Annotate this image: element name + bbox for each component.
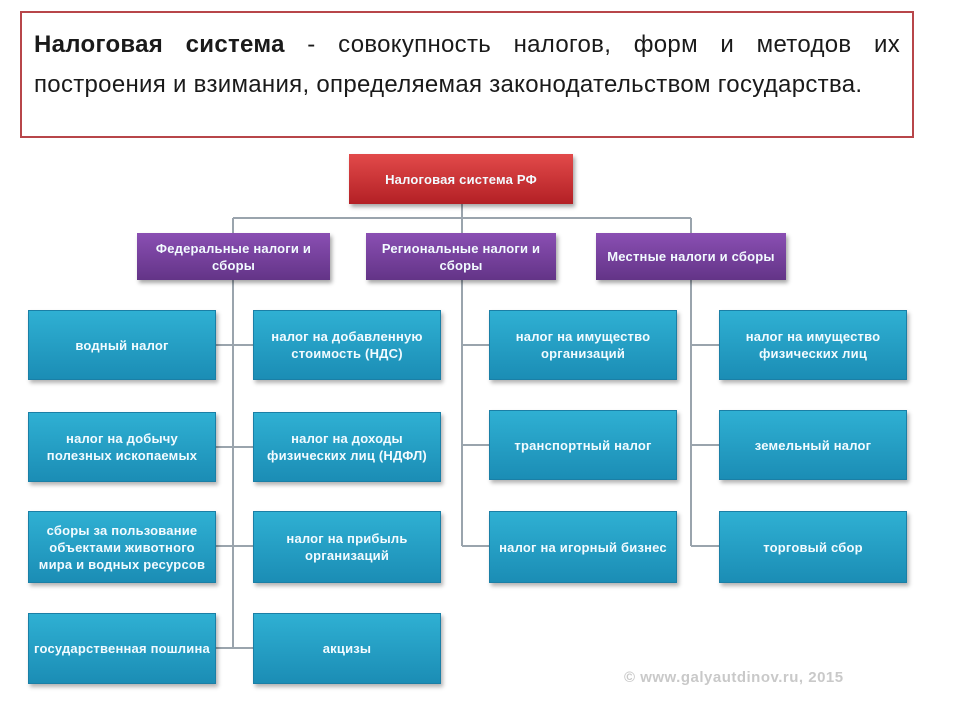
tax-node-federal-left: водный налог — [28, 310, 216, 380]
tax-node-local: налог на имущество физических лиц — [719, 310, 907, 380]
definition-text: - совокупность налогов, форм и методов и… — [34, 31, 900, 98]
tax-node-local: торговый сбор — [719, 511, 907, 583]
tax-node-federal-right: налог на прибыль организаций — [253, 511, 441, 583]
tax-node-local: земельный налог — [719, 410, 907, 480]
tax-node-federal-right: налог на доходы физических лиц (НДФЛ) — [253, 412, 441, 482]
tax-node-federal-left: налог на добычу полезных ископаемых — [28, 412, 216, 482]
definition-box: Налоговая система - совокупность налогов… — [20, 11, 914, 138]
tax-node-regional: налог на игорный бизнес — [489, 511, 677, 583]
tax-node-regional: транспортный налог — [489, 410, 677, 480]
tax-node-federal-left: сборы за пользование объектами животного… — [28, 511, 216, 583]
watermark: © www.galyautdinov.ru, 2015 — [624, 669, 844, 686]
root-node: Налоговая система РФ — [349, 154, 573, 204]
category-local: Местные налоги и сборы — [596, 233, 786, 280]
definition-term: Налоговая система — [34, 31, 285, 58]
category-regional: Региональные налоги и сборы — [366, 233, 556, 280]
category-federal: Федеральные налоги и сборы — [137, 233, 330, 280]
tax-node-federal-left: государственная пошлина — [28, 613, 216, 684]
tax-node-regional: налог на имущество организаций — [489, 310, 677, 380]
tax-node-federal-right: акцизы — [253, 613, 441, 684]
tax-node-federal-right: налог на добавленную стоимость (НДС) — [253, 310, 441, 380]
